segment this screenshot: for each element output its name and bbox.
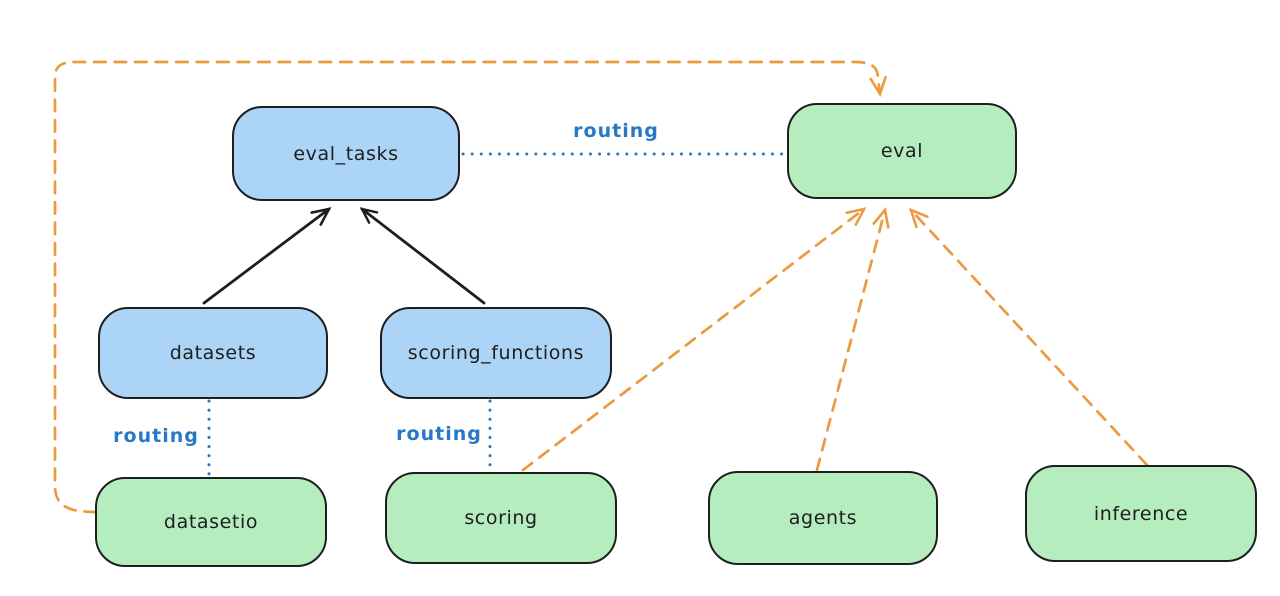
edge-label-routing-scoring-functions-scoring: routing	[396, 423, 482, 445]
node-datasetio: datasetio	[95, 477, 327, 567]
node-scoring-functions: scoring_functions	[380, 307, 612, 399]
node-eval-tasks-label: eval_tasks	[293, 142, 399, 165]
edge-inference-to-eval	[908, 207, 1149, 467]
node-agents: agents	[708, 471, 938, 565]
node-scoring-functions-label: scoring_functions	[407, 342, 585, 364]
node-inference: inference	[1025, 465, 1257, 562]
edge-datasets-to-eval-tasks	[202, 207, 332, 305]
node-eval-label: eval	[880, 140, 924, 162]
edge-label-routing-datasets-datasetio: routing	[113, 425, 199, 447]
node-inference-label: inference	[1093, 502, 1189, 525]
node-eval: eval	[787, 103, 1017, 199]
node-agents-label: agents	[788, 507, 858, 529]
node-scoring-label: scoring	[464, 507, 538, 529]
edge-scoring-functions-to-eval-tasks	[359, 207, 486, 305]
node-datasets-label: datasets	[169, 342, 257, 364]
node-datasets: datasets	[98, 307, 328, 399]
node-datasetio-label: datasetio	[163, 511, 259, 533]
node-scoring: scoring	[385, 472, 617, 564]
node-eval-tasks: eval_tasks	[232, 106, 460, 201]
edge-agents-to-eval	[815, 207, 890, 472]
edge-label-routing-eval-tasks-eval: routing	[573, 120, 659, 142]
